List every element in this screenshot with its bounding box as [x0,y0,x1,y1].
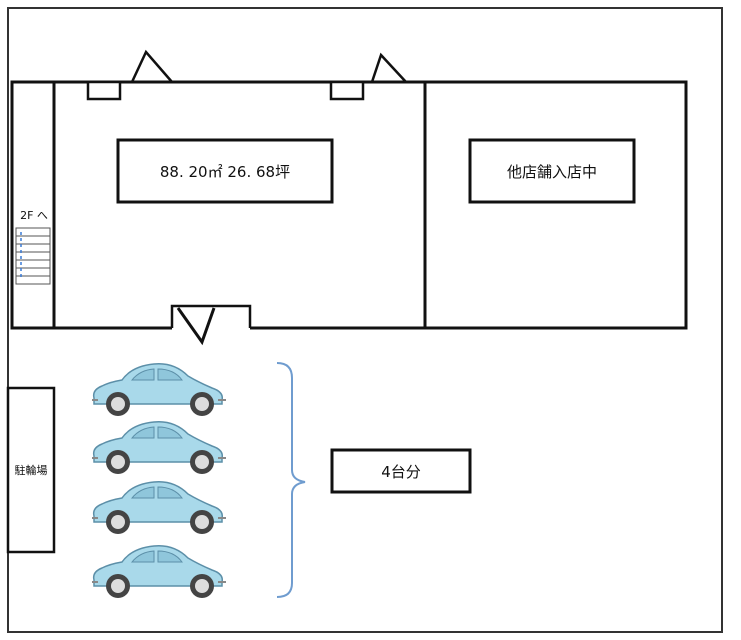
unit-a-label: 88. 20㎡ 26. 68坪 [159,162,291,181]
parking-count-label: 4台分 [381,462,421,481]
entrance-door [170,304,252,346]
top-door-left [86,49,173,101]
bicycle-parking [6,386,56,554]
car-icon [91,480,227,535]
car-icon [91,544,227,599]
building-outline [10,80,688,330]
stairs-label: 2F へ [20,209,48,222]
bicycle-parking-label: 駐輪場 [14,464,48,477]
unit-b-box [468,138,636,204]
unit-a-box [116,138,334,204]
parking-count-box [330,448,472,494]
car-icon [91,420,227,475]
car-icon [91,362,227,417]
unit-b-label: 他店舗入店中 [506,162,597,181]
top-door-right [329,52,407,101]
bracket-icon [276,362,306,598]
site-boundary [7,7,723,633]
stairs [15,227,51,285]
